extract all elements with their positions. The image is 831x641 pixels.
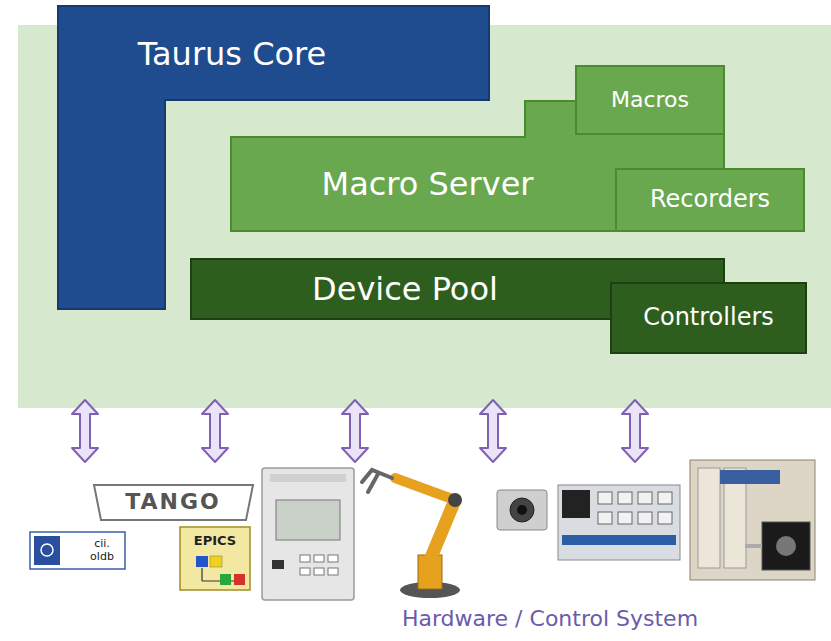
epics-square [234, 574, 245, 585]
text-area: Device Pool [210, 258, 600, 320]
logo-text-area: TANGO [100, 486, 246, 519]
crate-label [720, 470, 780, 484]
double-arrow [480, 400, 506, 462]
rack-port [658, 512, 672, 524]
logo-text: TANGO [125, 490, 221, 514]
controller-display [276, 500, 340, 540]
rack-label-strip [562, 535, 676, 545]
robot-gripper [362, 470, 392, 492]
camera-lens-core [517, 505, 527, 515]
section-caption-area: Hardware / Control System [340, 602, 760, 636]
block-title: Taurus Core [138, 36, 326, 73]
epics-logo [180, 527, 250, 590]
plugin-box: Macros [575, 65, 725, 135]
double-arrow [72, 400, 98, 462]
rack-port [638, 492, 652, 504]
epics-wire [201, 568, 202, 581]
plugin-box: Controllers [610, 282, 807, 354]
epics-square [220, 574, 231, 585]
button [328, 555, 338, 562]
camera-lens [510, 498, 534, 522]
section-caption: Hardware / Control System [402, 607, 698, 631]
button [300, 555, 310, 562]
eso-logo-mark [34, 536, 60, 565]
eso-logo-frame [30, 532, 125, 569]
rack-port [618, 512, 632, 524]
text-area: Taurus Core [97, 23, 367, 85]
epics-square [210, 556, 222, 567]
epics-square [196, 556, 208, 567]
controller-header [270, 474, 346, 482]
power-switch [272, 560, 284, 569]
plugin-box: Recorders [615, 168, 805, 232]
text-area: Controllers [610, 282, 807, 354]
robot-joint [448, 493, 462, 507]
logo-text-area: cii. oldb [82, 533, 122, 568]
stepper-motor [762, 522, 810, 570]
double-arrow [622, 400, 648, 462]
text-area: Recorders [615, 168, 805, 232]
block-title: Controllers [643, 304, 774, 332]
double-arrow [202, 400, 228, 462]
controller-unit [262, 468, 354, 600]
eso-logo-ring [41, 544, 53, 556]
rack-port [598, 512, 612, 524]
crate-card [698, 468, 720, 568]
block-title: Macro Server [322, 166, 534, 203]
rack-port [638, 512, 652, 524]
camera-body [497, 490, 547, 530]
button [314, 568, 324, 575]
button [328, 568, 338, 575]
motor-hub [776, 536, 796, 556]
block-title: Macros [611, 87, 689, 112]
text-area: Macro Server [250, 142, 605, 227]
rack-port [618, 492, 632, 504]
block-title: Recorders [650, 186, 770, 214]
robot-forearm [395, 478, 455, 500]
motor-shaft [745, 544, 762, 548]
server-block: Macro ServerMacrosRecorders [230, 100, 725, 232]
logo-text: cii. oldb [82, 538, 122, 562]
block-title: Device Pool [312, 271, 498, 308]
logo-text-area: EPICS [182, 529, 248, 553]
button [300, 568, 310, 575]
rack-connector [562, 490, 590, 518]
double-arrow [342, 400, 368, 462]
tango-badge [94, 485, 253, 520]
logo-text: EPICS [194, 534, 236, 548]
rack-module [558, 485, 680, 560]
text-area: Macros [575, 65, 725, 135]
motor-crate [690, 460, 815, 580]
rack-port [598, 492, 612, 504]
button [314, 555, 324, 562]
robot-upper-arm [430, 500, 455, 560]
pool-block: Device PoolControllers [190, 258, 725, 320]
rack-port [658, 492, 672, 504]
